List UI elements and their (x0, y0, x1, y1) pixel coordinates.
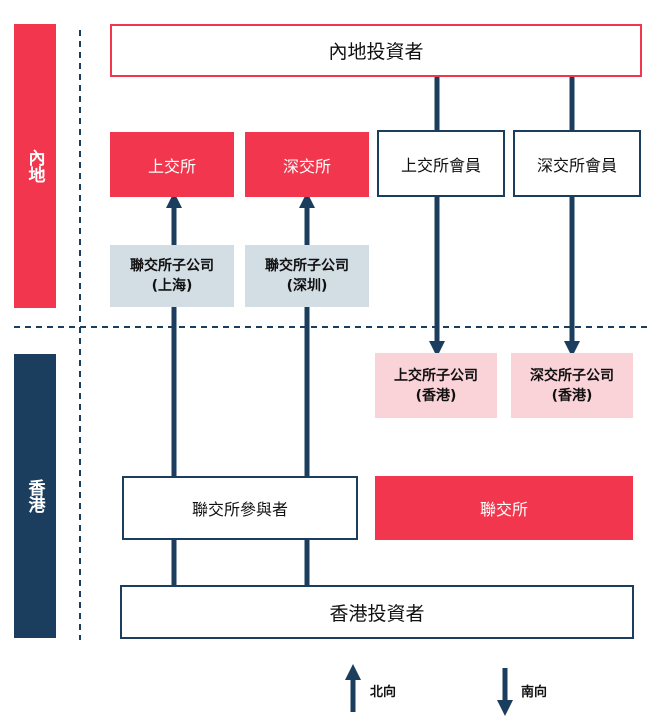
sse-subsidiary-hongkong-box: 上交所子公司 (香港) (375, 353, 497, 418)
mainland-region-bar: 內地 (14, 24, 56, 308)
hongkong-region-bar: 香港 (14, 354, 56, 638)
szse-member-box: 深交所會員 (513, 130, 641, 197)
hkex-subsidiary-shenzhen-box: 聯交所子公司 (深圳) (245, 245, 369, 307)
mainland-region-label: 內地 (24, 149, 45, 183)
mainland-investors-label: 內地投資者 (328, 41, 424, 63)
hongkong-investors-label: 香港投資者 (329, 602, 425, 625)
sse-member-label: 上交所會員 (400, 155, 481, 175)
hkex-label: 聯交所 (479, 500, 528, 519)
sse-subsidiary-hongkong-label: 上交所子公司 (香港) (394, 367, 478, 404)
hongkong-investors-box: 香港投資者 (120, 585, 634, 639)
legend-northbound-label: 北向 (370, 685, 397, 700)
hkex-subsidiary-shanghai-label: 聯交所子公司 (上海) (130, 258, 214, 294)
legend-southbound-label: 南向 (521, 685, 548, 700)
hkex-subsidiary-shenzhen-label: 聯交所子公司 (深圳) (265, 258, 349, 294)
hkex-box: 聯交所 (375, 476, 633, 540)
szse-label: 深交所 (282, 156, 331, 176)
hongkong-region-label: 香港 (24, 479, 45, 513)
hkex-participants-label: 聯交所參與者 (191, 500, 288, 519)
sse-box: 上交所 (110, 132, 234, 197)
szse-box: 深交所 (245, 132, 369, 197)
szse-subsidiary-hongkong-label: 深交所子公司 (香港) (530, 367, 614, 404)
szse-subsidiary-hongkong-box: 深交所子公司 (香港) (511, 353, 633, 418)
szse-member-label: 深交所會員 (536, 155, 617, 175)
hkex-participants-box: 聯交所參與者 (122, 476, 358, 540)
sse-label: 上交所 (147, 156, 196, 176)
sse-member-box: 上交所會員 (377, 130, 505, 197)
hkex-subsidiary-shanghai-box: 聯交所子公司 (上海) (110, 245, 234, 307)
mainland-investors-box: 內地投資者 (110, 24, 642, 77)
